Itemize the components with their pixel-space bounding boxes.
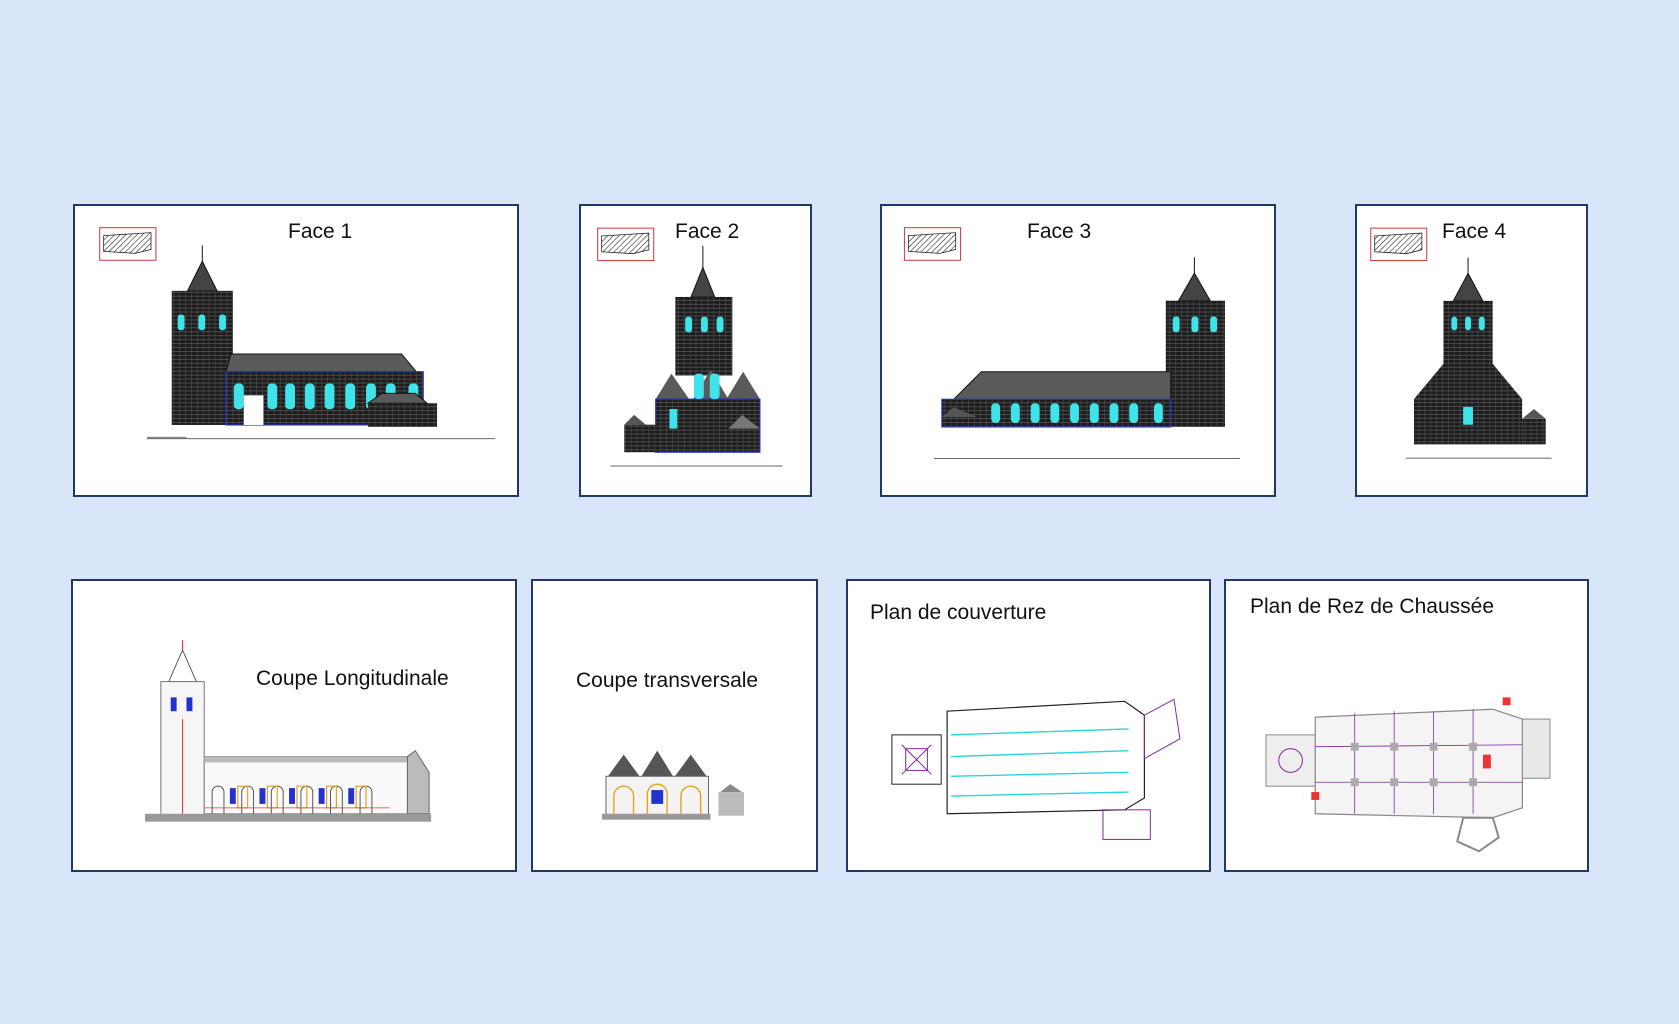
face-2-elevation-drawing <box>597 227 783 467</box>
coupe-transversale-title: Coupe transversale <box>576 669 759 692</box>
longitudinal-section-drawing <box>145 640 432 822</box>
face-1-title: Face 1 <box>288 220 353 243</box>
plan-couverture-title: Plan de couverture <box>870 601 1047 624</box>
face-3-elevation-drawing <box>903 227 1240 459</box>
key-plan-thumbnail <box>99 227 157 261</box>
sheet-face-2[interactable]: Face 2 <box>579 204 812 497</box>
plan-rez-title: Plan de Rez de Chaussée <box>1250 595 1494 618</box>
transverse-section-drawing <box>602 750 745 820</box>
face-1-elevation-drawing <box>99 227 496 440</box>
ground-floor-plan-drawing <box>1265 697 1551 853</box>
face-3-title: Face 3 <box>1027 220 1092 243</box>
roof-plan-drawing <box>891 698 1181 840</box>
sheet-plan-couverture[interactable]: Plan de couverture <box>846 579 1211 872</box>
face-4-title: Face 4 <box>1442 220 1507 243</box>
sheet-face-4[interactable]: Face 4 <box>1355 204 1588 497</box>
sheet-face-3[interactable]: Face 3 <box>880 204 1276 497</box>
key-plan-thumbnail <box>1370 227 1428 262</box>
face-4-elevation-drawing <box>1370 227 1552 459</box>
coupe-longitudinale-title: Coupe Longitudinale <box>256 667 449 690</box>
sheet-coupe-longitudinale[interactable]: Coupe Longitudinale <box>71 579 517 872</box>
sheet-face-1[interactable]: Face 1 <box>73 204 519 497</box>
key-plan-thumbnail <box>597 227 655 262</box>
key-plan-thumbnail <box>903 227 962 261</box>
sheet-plan-rez-de-chaussee[interactable]: Plan de Rez de Chaussée <box>1224 579 1589 872</box>
sheet-coupe-transversale[interactable]: Coupe transversale <box>531 579 818 872</box>
face-2-title: Face 2 <box>675 220 740 243</box>
